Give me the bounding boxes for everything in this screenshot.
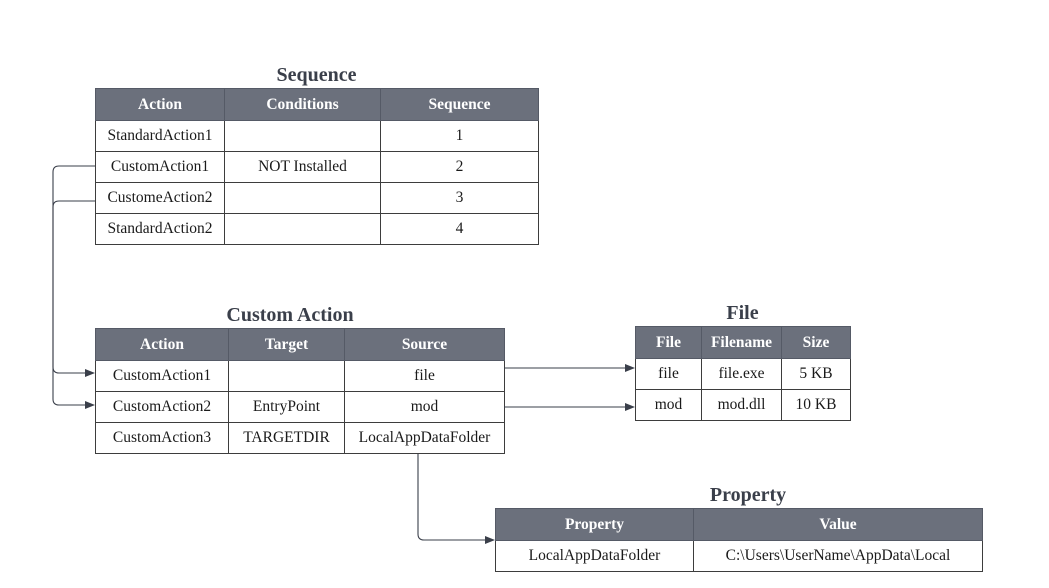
- column-header: Conditions: [224, 88, 381, 121]
- column-header: Target: [228, 328, 345, 361]
- table-cell: LocalAppDataFolder: [495, 540, 694, 572]
- table-row: mod mod.dll 10 KB: [635, 389, 851, 421]
- file-table-title: File: [726, 302, 759, 324]
- table-row: CustomeAction2 3: [95, 182, 539, 214]
- column-header: Action: [95, 88, 225, 121]
- column-header: Value: [693, 508, 983, 541]
- table-cell: StandardAction2: [95, 213, 225, 245]
- table-cell: 5 KB: [781, 358, 851, 390]
- table-cell: mod: [344, 391, 505, 423]
- property-table: Property Value LocalAppDataFolder C:\Use…: [495, 508, 983, 572]
- custom-action-table: Action Target Source CustomAction1 file …: [95, 328, 505, 454]
- table-row: CustomAction3 TARGETDIR LocalAppDataFold…: [95, 422, 505, 454]
- table-cell: CustomAction3: [95, 422, 229, 454]
- table-cell: mod: [635, 389, 702, 421]
- table-cell: 10 KB: [781, 389, 851, 421]
- column-header: Source: [344, 328, 505, 361]
- connector-sequence-customaction2: [52, 200, 95, 409]
- table-cell: [224, 213, 381, 245]
- table-cell: 2: [380, 151, 539, 183]
- table-cell: EntryPoint: [228, 391, 345, 423]
- column-header: Sequence: [380, 88, 539, 121]
- table-cell: file: [635, 358, 702, 390]
- column-header: Action: [95, 328, 229, 361]
- table-row: CustomAction2 EntryPoint mod: [95, 391, 505, 423]
- table-cell: 4: [380, 213, 539, 245]
- table-cell: NOT Installed: [224, 151, 381, 183]
- connector-sequence-customaction1: [52, 165, 95, 377]
- table-cell: [224, 120, 381, 152]
- table-cell: TARGETDIR: [228, 422, 345, 454]
- table-row: CustomAction1 file: [95, 360, 505, 392]
- table-cell: 1: [380, 120, 539, 152]
- table-cell: LocalAppDataFolder: [344, 422, 505, 454]
- table-header-row: Property Value: [495, 508, 983, 541]
- column-header: File: [635, 326, 702, 359]
- table-cell: file.exe: [701, 358, 782, 390]
- table-cell: StandardAction1: [95, 120, 225, 152]
- property-table-title: Property: [709, 484, 787, 506]
- sequence-table-title: Sequence: [276, 64, 357, 86]
- column-header: Property: [495, 508, 694, 541]
- file-table: File Filename Size file file.exe 5 KB mo…: [635, 326, 851, 421]
- table-cell: CustomAction2: [95, 391, 229, 423]
- table-cell: CustomeAction2: [95, 182, 225, 214]
- table-row: LocalAppDataFolder C:\Users\UserName\App…: [495, 540, 983, 572]
- table-cell: [224, 182, 381, 214]
- table-row: StandardAction2 4: [95, 213, 539, 245]
- table-header-row: Action Target Source: [95, 328, 505, 361]
- table-cell: [228, 360, 345, 392]
- table-cell: 3: [380, 182, 539, 214]
- sequence-table: Action Conditions Sequence StandardActio…: [95, 88, 539, 245]
- connector-source-property: [417, 454, 495, 544]
- column-header: Size: [781, 326, 851, 359]
- table-cell: CustomAction1: [95, 360, 229, 392]
- table-cell: C:\Users\UserName\AppData\Local: [693, 540, 983, 572]
- table-cell: mod.dll: [701, 389, 782, 421]
- table-cell: CustomAction1: [95, 151, 225, 183]
- table-row: StandardAction1 1: [95, 120, 539, 152]
- table-header-row: File Filename Size: [635, 326, 851, 359]
- column-header: Filename: [701, 326, 782, 359]
- table-header-row: Action Conditions Sequence: [95, 88, 539, 121]
- table-row: CustomAction1 NOT Installed 2: [95, 151, 539, 183]
- custom-action-table-title: Custom Action: [226, 304, 354, 326]
- table-cell: file: [344, 360, 505, 392]
- table-row: file file.exe 5 KB: [635, 358, 851, 390]
